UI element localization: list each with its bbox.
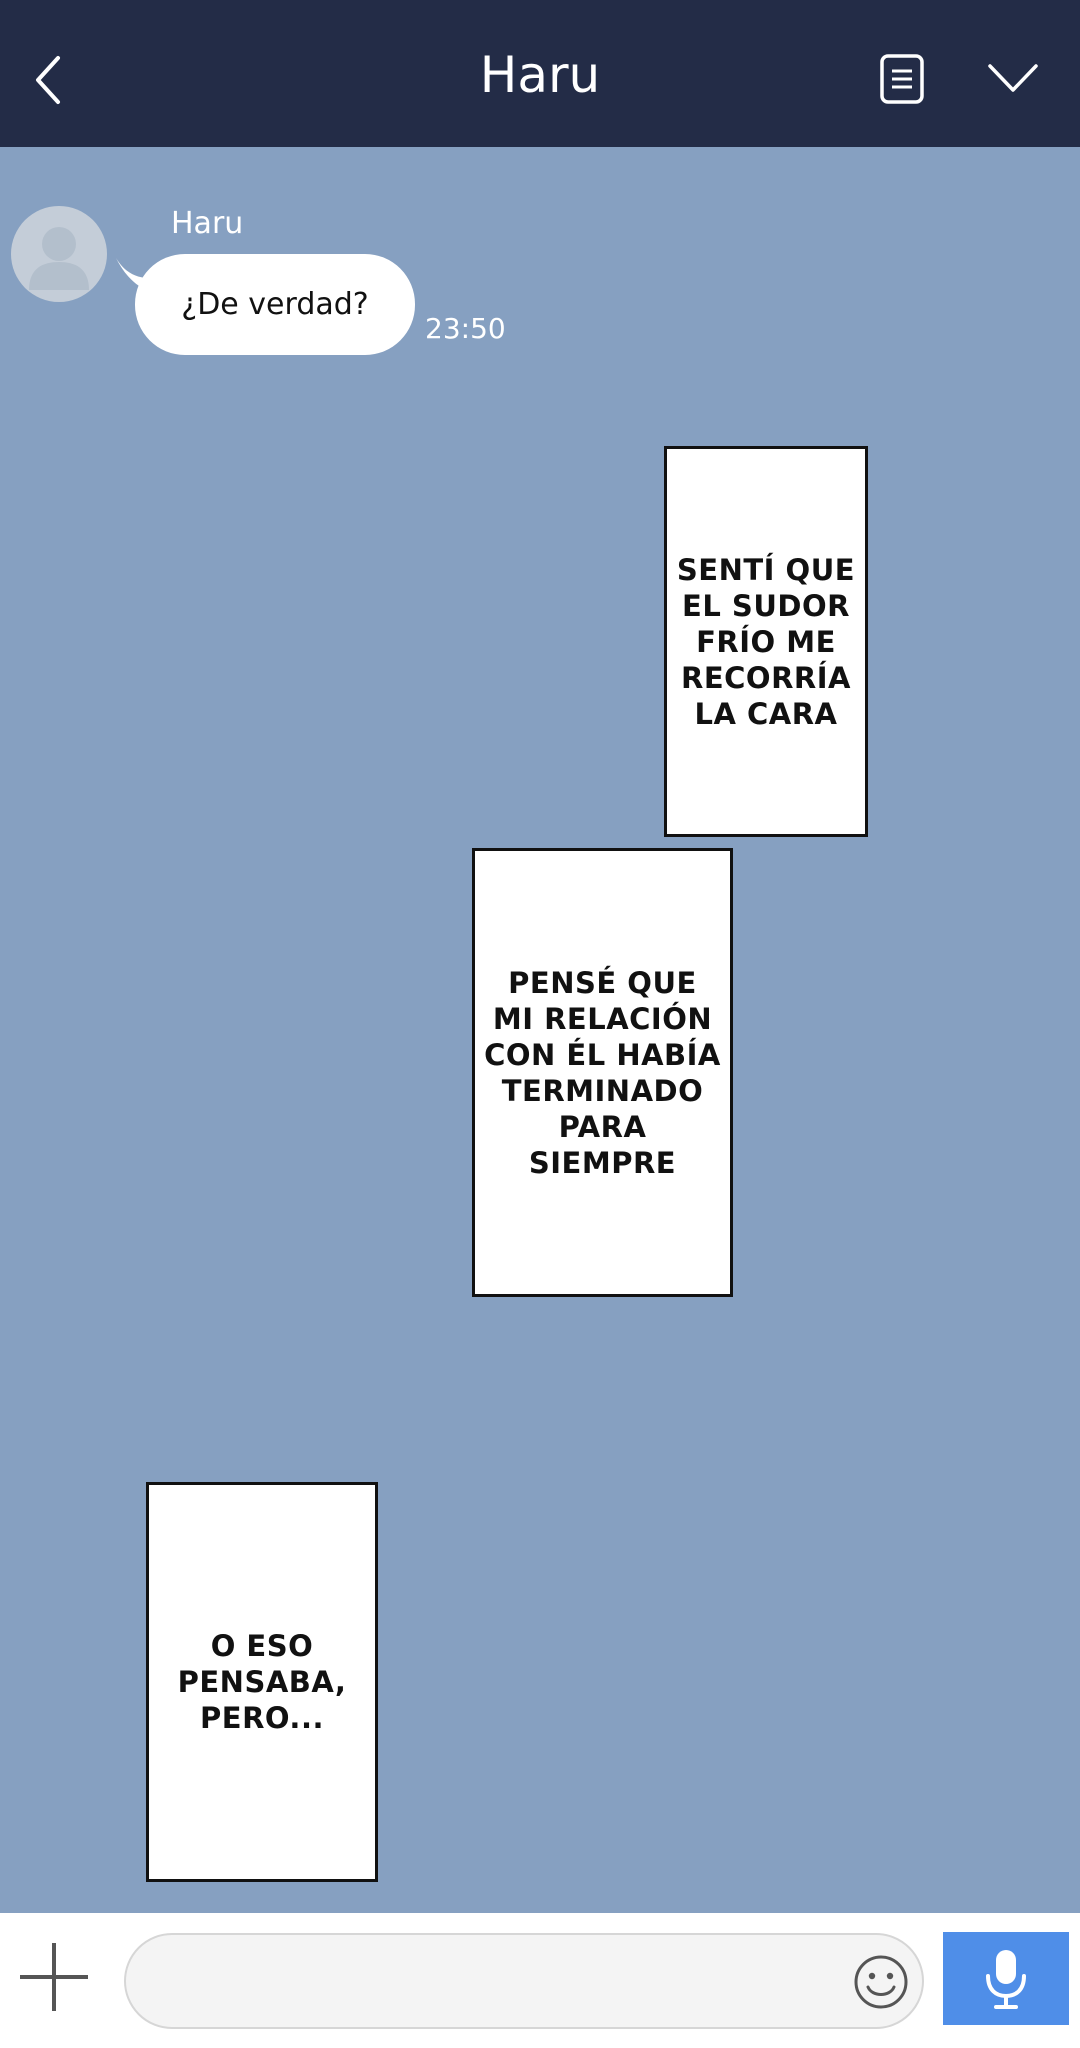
sender-name: Haru bbox=[171, 206, 244, 241]
narration-box: O ESO PENSABA, PERO... bbox=[146, 1482, 378, 1882]
back-button[interactable] bbox=[28, 40, 78, 120]
narration-box: SENTÍ QUE EL SUDOR FRÍO ME RECORRÍA LA C… bbox=[664, 446, 868, 837]
notes-icon bbox=[880, 54, 924, 104]
person-silhouette-icon bbox=[29, 227, 89, 290]
chat-header: Haru bbox=[0, 0, 1080, 147]
plus-icon bbox=[20, 1943, 88, 2011]
add-attachment-button[interactable] bbox=[16, 1939, 92, 2015]
message-input[interactable] bbox=[124, 1933, 924, 2029]
smiley-icon bbox=[854, 1955, 908, 2009]
chevron-down-icon bbox=[988, 64, 1038, 92]
menu-button[interactable] bbox=[984, 48, 1042, 108]
message-text: ¿De verdad? bbox=[181, 287, 369, 322]
voice-message-button[interactable] bbox=[943, 1932, 1069, 2025]
composer-bar bbox=[0, 1913, 1080, 2048]
narration-box: PENSÉ QUE MI RELACIÓN CON ÉL HABÍA TERMI… bbox=[472, 848, 733, 1297]
message-bubble[interactable]: ¿De verdad? bbox=[135, 254, 415, 355]
chevron-left-icon bbox=[36, 56, 60, 104]
emoji-button[interactable] bbox=[852, 1953, 910, 2011]
avatar[interactable] bbox=[11, 206, 107, 302]
microphone-icon bbox=[986, 1949, 1026, 2009]
message-timestamp: 23:50 bbox=[425, 312, 506, 345]
notes-button[interactable] bbox=[874, 50, 930, 110]
chat-title: Haru bbox=[479, 46, 601, 104]
